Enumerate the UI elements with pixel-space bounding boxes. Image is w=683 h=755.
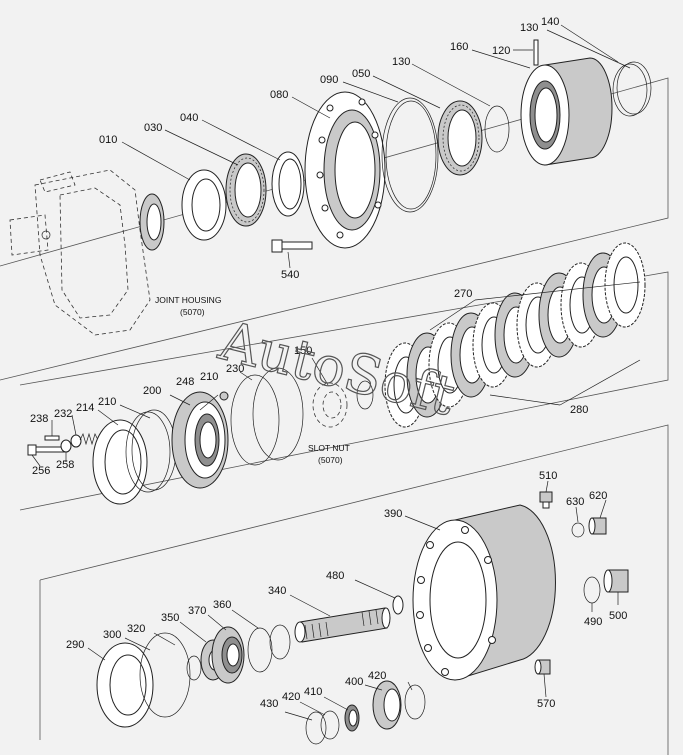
label-570: 570	[537, 698, 555, 710]
top-leader-lines	[121, 24, 631, 269]
part-010-seal	[181, 169, 227, 241]
label-420-left: 420	[282, 691, 300, 703]
label-280: 280	[570, 404, 588, 416]
part-snap-ring-mid	[356, 380, 374, 410]
part-340-shaft	[294, 607, 391, 643]
part-370-sun-gear	[211, 626, 245, 684]
label-010: 010	[99, 134, 117, 146]
part-290-plate	[96, 642, 154, 728]
label-400: 400	[345, 676, 363, 688]
part-120-pin	[533, 39, 539, 66]
part-480-washer	[392, 595, 404, 615]
part-510-breather	[539, 491, 553, 509]
label-500: 500	[609, 610, 627, 622]
label-420-right: 420	[368, 670, 386, 682]
part-410-needle-bearing	[344, 704, 360, 732]
part-570-nut	[534, 659, 551, 675]
part-090-o-ring	[381, 97, 439, 213]
label-120: 120	[492, 45, 510, 57]
bottom-leader-lines	[87, 480, 619, 721]
label-510: 510	[539, 470, 557, 482]
label-630: 630	[566, 496, 584, 508]
slot-nut-caption-1: SLOT NUT	[308, 443, 350, 453]
label-090: 090	[320, 74, 338, 86]
part-630-seal	[571, 522, 585, 538]
part-080-hub	[304, 91, 386, 249]
part-420-washer-right	[404, 684, 426, 720]
part-214-spring	[79, 432, 99, 446]
part-160-ring-carrier	[520, 57, 613, 166]
label-290: 290	[66, 639, 84, 651]
clutch-disc-bore	[613, 256, 639, 314]
part-030-bearing	[225, 153, 267, 227]
label-214: 214	[76, 402, 94, 414]
part-snap-ring	[484, 105, 510, 153]
part-430-ring	[305, 711, 327, 745]
watermark-text: AutoSoft	[213, 309, 462, 428]
joint-housing-caption-2: (5070)	[180, 307, 205, 317]
part-232-pin	[44, 435, 60, 441]
label-390: 390	[384, 508, 402, 520]
label-238: 238	[30, 413, 48, 425]
label-050: 050	[352, 68, 370, 80]
label-080: 080	[270, 89, 288, 101]
label-430: 430	[260, 698, 278, 710]
label-210-left: 210	[98, 396, 116, 408]
label-160: 160	[450, 41, 468, 53]
mid-leader-lines	[31, 281, 641, 467]
part-540-bolt	[271, 239, 313, 253]
label-340: 340	[268, 585, 286, 597]
label-140: 140	[541, 16, 559, 28]
part-420-washer-left	[320, 710, 340, 740]
slot-nut	[312, 382, 348, 428]
part-040-bearing-cup	[271, 151, 305, 217]
part-258-washer	[60, 434, 82, 453]
label-030: 030	[144, 122, 162, 134]
part-140-rings	[612, 61, 652, 117]
part-230-seal-rings	[230, 367, 304, 466]
part-210-plate	[92, 419, 148, 505]
label-150: 150	[294, 345, 312, 357]
label-200: 200	[143, 385, 161, 397]
joint-housing-caption-1: JOINT HOUSING	[155, 295, 221, 305]
joint-housing	[9, 169, 165, 336]
part-490-seal	[583, 576, 601, 604]
label-540: 540	[281, 269, 299, 281]
label-270: 270	[454, 288, 472, 300]
label-230: 230	[226, 363, 244, 375]
label-040: 040	[180, 112, 198, 124]
part-620-plug	[588, 517, 607, 535]
label-232: 232	[54, 408, 72, 420]
part-256-bolt	[27, 444, 67, 456]
label-490: 490	[584, 616, 602, 628]
label-350: 350	[161, 612, 179, 624]
label-360: 360	[213, 599, 231, 611]
part-360-rings	[247, 624, 291, 673]
slot-nut-caption-2: (5070)	[318, 455, 343, 465]
part-200-piston	[171, 391, 229, 489]
part-500-plug	[603, 569, 629, 593]
part-390-wheel-hub	[412, 504, 556, 681]
label-130-top: 130	[392, 56, 410, 68]
part-248-plug	[219, 391, 229, 401]
part-300-320-rings	[139, 632, 202, 718]
label-248: 248	[176, 376, 194, 388]
part-400-planet-gear	[372, 680, 402, 730]
label-620: 620	[589, 490, 607, 502]
label-258: 258	[56, 459, 74, 471]
part-labels: 010 030 040 080 090 050 130 160 120 130 …	[30, 16, 627, 710]
label-320: 320	[127, 623, 145, 635]
part-270-280-disc-pack	[384, 242, 646, 428]
label-130-right: 130	[520, 22, 538, 34]
label-300: 300	[103, 629, 121, 641]
part-130-bearing	[437, 100, 483, 176]
label-480: 480	[326, 570, 344, 582]
label-210-mid: 210	[200, 371, 218, 383]
label-410: 410	[304, 686, 322, 698]
label-256: 256	[32, 465, 50, 477]
label-370: 370	[188, 605, 206, 617]
